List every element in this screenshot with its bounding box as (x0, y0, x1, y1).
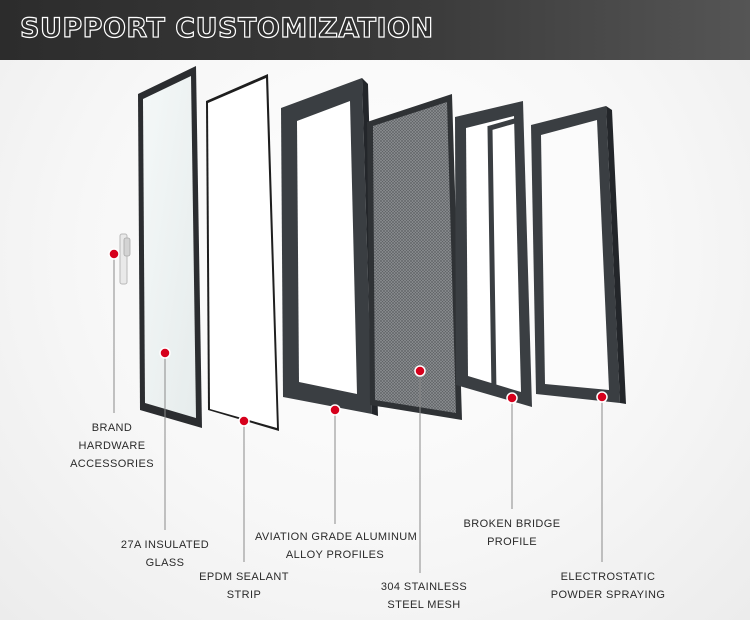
epdm-strip (206, 74, 279, 431)
label-line: STEEL MESH (387, 599, 461, 611)
label-powder-spraying: ELECTROSTATIC POWDER SPRAYING (548, 568, 668, 604)
marker-powder (596, 391, 608, 403)
marker-bridge (506, 392, 518, 404)
label-line: BRAND (91, 422, 133, 434)
marker-mesh (414, 365, 426, 377)
label-line: POWDER SPRAYING (550, 589, 666, 601)
label-line: ELECTROSTATIC (560, 571, 656, 583)
aluminum-frame (281, 78, 378, 416)
label-line: 27A INSULATED (120, 539, 210, 551)
broken-bridge-profile (455, 101, 532, 407)
label-broken-bridge: BROKEN BRIDGE PROFILE (460, 515, 564, 551)
label-line: STRIP (226, 589, 262, 601)
marker-epdm (238, 415, 250, 427)
label-steel-mesh: 304 STAINLESS STEEL MESH (374, 578, 474, 614)
label-line: AVIATION GRADE ALUMINUM (255, 531, 418, 543)
header-banner: SUPPORT CUSTOMIZATION (0, 0, 750, 60)
label-line: ALLOY PROFILES (285, 549, 385, 561)
label-line: EPDM SEALANT (199, 571, 289, 583)
label-epdm-strip: EPDM SEALANT STRIP (194, 568, 294, 604)
label-line: GLASS (145, 557, 185, 569)
markers (108, 248, 608, 427)
marker-glass (159, 347, 171, 359)
marker-aluminum (329, 404, 341, 416)
page-title: SUPPORT CUSTOMIZATION (19, 12, 434, 44)
label-insulated-glass: 27A INSULATED GLASS (115, 536, 215, 572)
label-aluminum-profiles: AVIATION GRADE ALUMINUM ALLOY PROFILES (255, 528, 418, 564)
label-line: 304 STAINLESS (380, 581, 468, 593)
handle-hardware (119, 233, 131, 285)
steel-mesh (367, 94, 462, 420)
leader-lines (113, 254, 603, 573)
label-line: HARDWARE (78, 440, 146, 452)
label-line: ACCESSORIES (70, 458, 154, 470)
glass-panel (138, 66, 202, 428)
label-line: PROFILE (487, 536, 537, 548)
marker-hardware (108, 248, 120, 260)
label-line: BROKEN BRIDGE (463, 518, 561, 530)
label-brand-hardware: BRAND HARDWARE ACCESSORIES (64, 419, 160, 473)
powder-coated-frame (531, 106, 626, 404)
